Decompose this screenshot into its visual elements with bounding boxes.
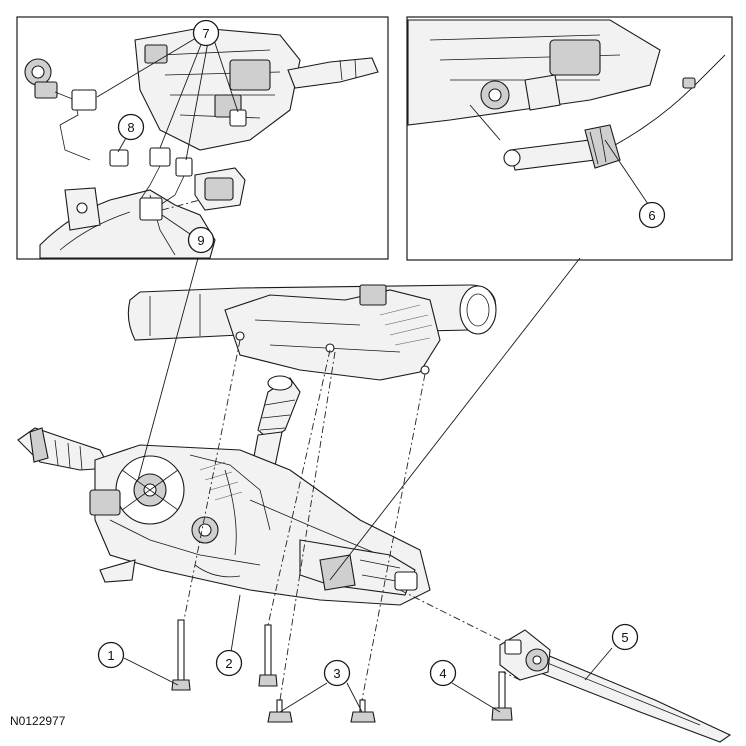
callout-number: 2 xyxy=(225,656,232,671)
inset-right-shaft-coupling xyxy=(406,16,733,261)
callouts: 1 2 3 4 5 6 7 8 9 xyxy=(97,19,666,687)
callout-5: 5 xyxy=(611,623,639,651)
callout-circle xyxy=(192,19,220,47)
callout-number: 7 xyxy=(202,26,209,41)
callout-number: 6 xyxy=(648,208,655,223)
callout-4: 4 xyxy=(429,659,457,687)
nut-3-right xyxy=(350,699,376,723)
callout-number: 4 xyxy=(439,666,446,681)
bolt-1 xyxy=(171,619,191,691)
leader-lines xyxy=(96,37,649,713)
callout-9: 9 xyxy=(187,226,215,254)
inset-left-connectors xyxy=(16,16,389,260)
callout-circle xyxy=(611,623,639,651)
callout-number: 5 xyxy=(621,630,628,645)
callout-circle xyxy=(323,659,351,687)
callout-7: 7 xyxy=(192,19,220,47)
callout-6: 6 xyxy=(638,201,666,229)
callout-circle xyxy=(97,641,125,669)
callout-number: 3 xyxy=(333,666,340,681)
callout-number: 1 xyxy=(107,648,114,663)
bolt-4 xyxy=(491,671,513,721)
callout-1: 1 xyxy=(97,641,125,669)
callout-circle xyxy=(117,113,145,141)
main-assembly xyxy=(17,284,732,743)
callout-circle xyxy=(215,649,243,677)
callout-circle xyxy=(638,201,666,229)
callout-8: 8 xyxy=(117,113,145,141)
nut-3-left xyxy=(267,699,293,723)
callout-circle xyxy=(429,659,457,687)
figure-id: N0122977 xyxy=(10,714,66,728)
callout-number: 8 xyxy=(127,120,134,135)
bolt-2 xyxy=(258,624,278,687)
callout-3: 3 xyxy=(323,659,351,687)
fasteners xyxy=(171,619,513,723)
assembly-lines xyxy=(183,339,521,701)
callout-2: 2 xyxy=(215,649,243,677)
callout-number: 9 xyxy=(197,233,204,248)
callout-circle xyxy=(187,226,215,254)
